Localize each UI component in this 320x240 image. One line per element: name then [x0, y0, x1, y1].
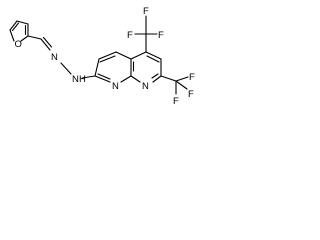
cf3-right-fluorine-3: F — [188, 89, 194, 100]
hydrazone-linker — [27, 35, 96, 79]
bond — [146, 55, 160, 63]
bond — [145, 51, 162, 60]
cf3-right-fluorine-1: F — [189, 72, 195, 83]
bond — [130, 51, 147, 60]
bond — [130, 75, 141, 83]
bond — [98, 51, 117, 60]
bond — [99, 55, 116, 63]
cf3-top-group — [134, 15, 158, 53]
bond — [27, 35, 42, 40]
naphthyridine-left-ring — [94, 51, 132, 83]
bond — [115, 51, 132, 60]
bond — [16, 20, 29, 25]
bond — [175, 80, 188, 90]
hydrazone-nitrogen-label: N — [51, 52, 58, 63]
cf3-right-fluorine-2: F — [173, 96, 179, 107]
cf3-top-fluorine-2: F — [127, 30, 133, 41]
bond — [9, 20, 18, 31]
bond — [11, 22, 20, 32]
bond — [120, 75, 132, 83]
ring-nitrogen-1-label: N — [112, 81, 119, 92]
bond — [160, 75, 177, 82]
bond — [151, 73, 159, 79]
chemical-structure-diagram: O N N H N N F F F — [9, 6, 195, 107]
ring-nitrogen-2-label: N — [142, 81, 149, 92]
bond — [20, 35, 29, 42]
bond — [94, 58, 100, 77]
bond — [94, 75, 111, 83]
furan-oxygen-label: O — [15, 39, 22, 50]
nh-hydrogen-label: H — [79, 74, 86, 85]
nh-nitrogen-label: N — [72, 74, 79, 85]
bond — [152, 75, 162, 83]
cf3-top-fluorine-1: F — [143, 6, 149, 17]
naphthyridine-right-ring — [130, 51, 162, 83]
bond — [175, 76, 189, 82]
furan-ring — [9, 20, 29, 42]
bond — [81, 75, 96, 79]
cf3-right-group — [160, 75, 189, 95]
bond — [97, 73, 111, 80]
bond — [40, 38, 51, 51]
bond — [60, 62, 72, 75]
bond — [9, 29, 15, 42]
bond — [42, 36, 53, 48]
cf3-top-fluorine-3: F — [158, 30, 164, 41]
